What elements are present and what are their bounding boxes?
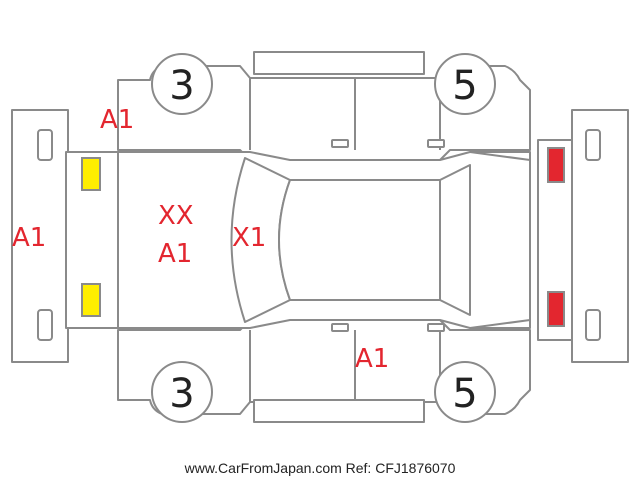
tire-rear-right: 5 — [434, 361, 496, 423]
tire-front-right-value: 3 — [169, 371, 194, 417]
mark-front-bumper: A1 — [12, 223, 46, 253]
tire-front-right: 3 — [151, 361, 213, 423]
mark-hood-line1: XX — [158, 201, 194, 231]
taillight-right — [547, 291, 565, 327]
front-bumper — [11, 109, 69, 363]
mark-hood-line2: A1 — [158, 239, 192, 269]
tire-rear-left-value: 5 — [452, 63, 477, 109]
roof-rail-left — [253, 51, 425, 75]
mark-windshield: X1 — [232, 223, 266, 253]
tire-rear-left: 5 — [434, 53, 496, 115]
headlight-right — [81, 283, 101, 317]
headlight-left — [81, 157, 101, 191]
roof-rail-right — [253, 399, 425, 423]
footer-reference: www.CarFromJapan.com Ref: CFJ1876070 — [184, 460, 456, 476]
tire-front-left: 3 — [151, 53, 213, 115]
side-profile-right — [117, 319, 531, 415]
tire-front-left-value: 3 — [169, 63, 194, 109]
rear-bumper — [571, 109, 629, 363]
mark-rear-door-right: A1 — [355, 344, 389, 374]
top-view-body — [65, 139, 573, 341]
mark-front-fender-left: A1 — [100, 105, 134, 135]
tire-rear-right-value: 5 — [452, 371, 477, 417]
taillight-left — [547, 147, 565, 183]
